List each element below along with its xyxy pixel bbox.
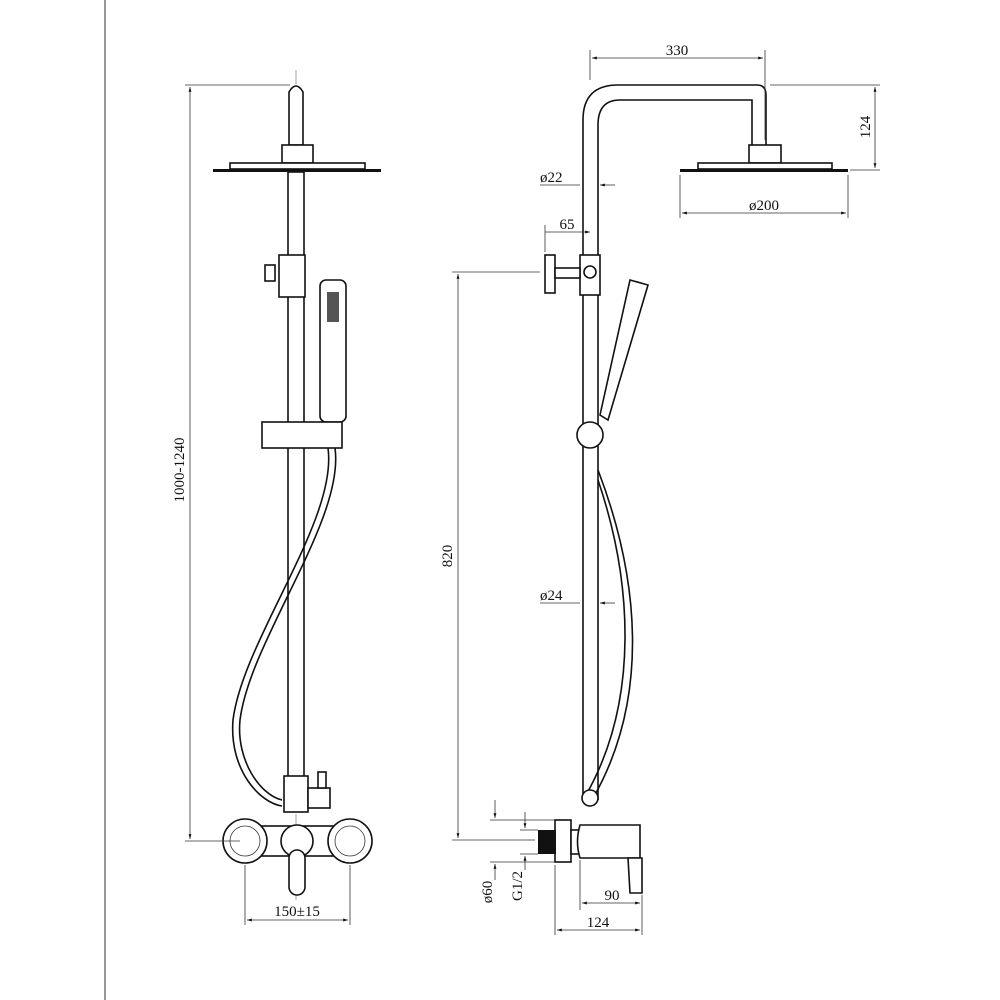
head-collar [748,144,782,164]
mixer-depth-label: 90 [605,888,620,904]
diverter-offset-label: 65 [560,217,575,233]
flange-diameter-label: ø60 [480,881,496,904]
slider [576,421,604,449]
shower-head [213,169,381,172]
shower-arm [582,84,767,800]
height-dimension-label: 1000-1240 [172,438,188,503]
hose [238,447,337,801]
rail-height-label: 820 [440,545,456,568]
head-drop-label: 124 [858,115,874,138]
front-view [185,70,381,925]
head-diameter-label: ø200 [749,198,779,214]
mixer-lever [288,849,306,896]
rail-diameter-label: ø24 [540,588,563,604]
total-depth-label: 124 [587,915,610,931]
arm-reach-label: 330 [666,43,689,59]
thread-label: G1/2 [510,871,526,901]
mixer-spacing-label: 150±15 [274,904,320,920]
hand-shower [599,279,649,422]
top-cap [288,85,304,146]
arm-diameter-label: ø22 [540,170,563,186]
hose [591,469,634,801]
head-collar [281,144,314,164]
shower-head [680,169,848,172]
mixer-body [576,824,641,859]
diverter-knob [264,264,276,282]
wall-flange [554,819,572,863]
thread-connector [538,830,556,854]
slider [261,421,343,449]
lower-diverter [283,775,309,813]
diverter-knob [544,254,556,294]
side-view [452,50,880,935]
mixer-lever [627,857,643,894]
